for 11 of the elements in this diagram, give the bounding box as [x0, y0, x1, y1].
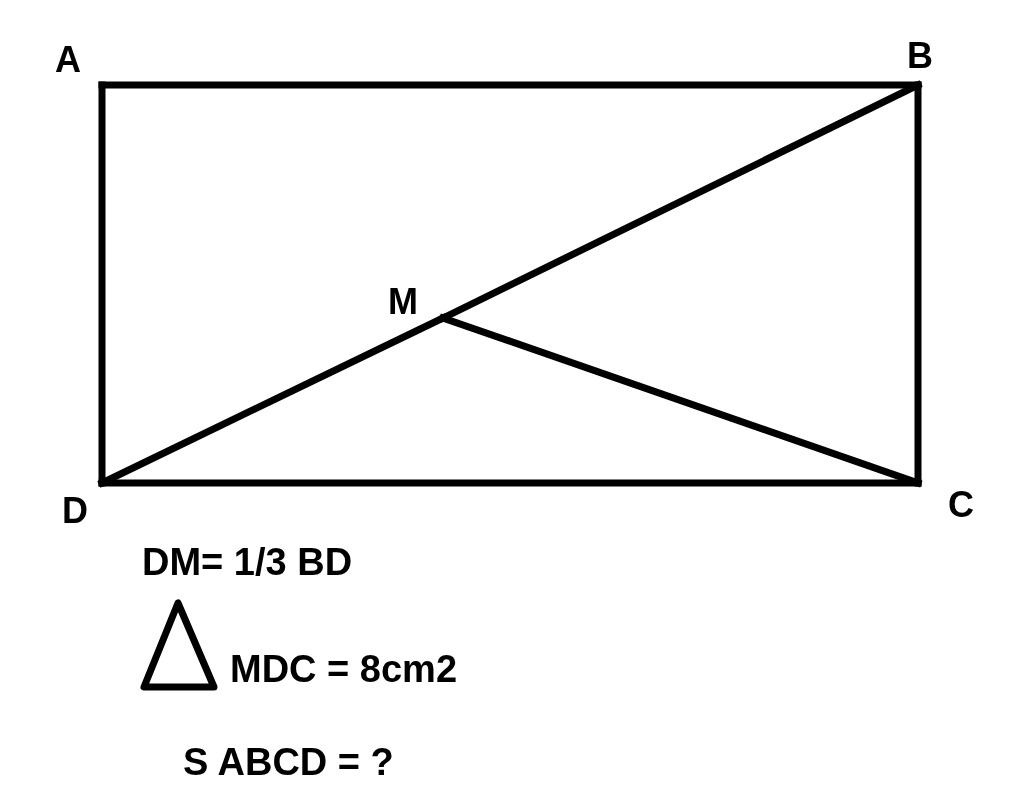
formula-text: S ABCD = ?: [183, 743, 394, 781]
formula-text: DM= 1/3 BD: [142, 543, 353, 581]
vertex-label: C: [948, 487, 974, 523]
line-segment: [98, 81, 106, 487]
vertex-label: B: [907, 38, 933, 74]
line-segment: [98, 314, 447, 487]
vertex-label: M: [388, 284, 418, 320]
vertex-label: D: [62, 493, 88, 529]
line-segment: [439, 314, 922, 487]
formula-text: MDC = 8cm2: [230, 650, 458, 688]
vertex-label: A: [55, 42, 81, 78]
